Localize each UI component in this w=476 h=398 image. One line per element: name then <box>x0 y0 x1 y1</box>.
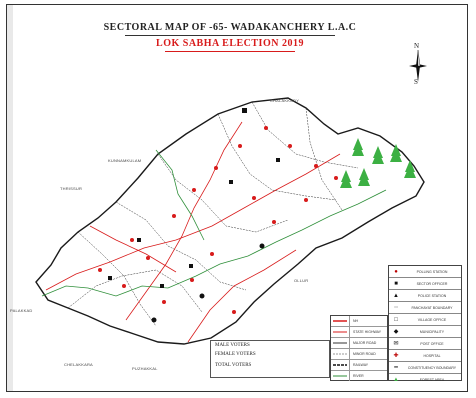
legend-row: ●POLLING STATION <box>389 266 461 278</box>
offices <box>108 108 280 323</box>
compass-rose-icon <box>409 49 427 82</box>
legend-row: ▲FOREST AREA <box>389 374 461 385</box>
place-label-kunnamkulam: KUNNAMKULAM <box>108 158 142 163</box>
male-voters-label: MALE VOTERS <box>215 343 250 348</box>
forest-icon: ▲ <box>393 376 399 383</box>
post-office-icon: ✉ <box>393 341 399 347</box>
village-office-icon: □ <box>394 316 398 323</box>
symbol-legend: ●POLLING STATION ■SECTOR OFFICER ▲POLICE… <box>388 265 462 383</box>
road-legend-row: RAILWAY <box>331 360 387 371</box>
legend-row: □VILLAGE OFFICE <box>389 314 461 326</box>
place-label-chalakkudy: CHALAKKUDY <box>270 98 300 103</box>
place-label-ollur: OLLUR <box>294 278 309 283</box>
north-label: N <box>414 42 420 50</box>
legend-row: ✉POST OFFICE <box>389 338 461 350</box>
legend-row: ✚HOSPITAL <box>389 350 461 362</box>
legend-row: ▲POLICE STATION <box>389 290 461 302</box>
legend-row: ┄PANCHAYAT BOUNDARY <box>389 302 461 314</box>
north-arrow-icon: N S <box>405 42 431 88</box>
female-voters-label: FEMALE VOTERS <box>215 352 256 357</box>
place-label-chelakkara: CHELAKKARA <box>64 362 93 367</box>
road-legend-row: MINOR ROAD <box>331 349 387 360</box>
title-underline <box>125 35 335 36</box>
total-voters-label: TOTAL VOTERS <box>215 363 252 368</box>
road-legend-row: RIVER <box>331 371 387 381</box>
hospital-icon: ✚ <box>393 353 399 359</box>
road-legend: NH STATE HIGHWAY MAJOR ROAD MINOR ROAD R… <box>330 315 388 381</box>
map-title: SECTORAL MAP OF -65- WADAKANCHERY L.A.C <box>103 22 357 33</box>
voters-summary-box: MALE VOTERS FEMALE VOTERS TOTAL VOTERS <box>210 340 330 378</box>
road-legend-row: NH <box>331 316 387 327</box>
place-label-puzhakkal: PUZHAKKAL <box>132 366 158 371</box>
police-station-icon: ▲ <box>393 292 399 299</box>
road-legend-row: STATE HIGHWAY <box>331 327 387 338</box>
rivers <box>41 149 387 297</box>
polling-station-icon: ● <box>394 268 398 275</box>
boundary-icon: ┄ <box>394 305 398 311</box>
sector-officer-icon: ■ <box>394 280 398 287</box>
south-label: S <box>414 78 418 86</box>
place-label-palakkad: PALAKKAD <box>10 308 33 313</box>
constituency-map <box>35 97 425 345</box>
legend-row: ━CONSTITUENCY BOUNDARY <box>389 362 461 374</box>
road-legend-row: MAJOR ROAD <box>331 338 387 349</box>
place-label-thrissur: THRISSUR <box>60 186 83 191</box>
constituency-boundary-icon: ━ <box>394 365 398 371</box>
municipality-icon: ◆ <box>393 329 399 335</box>
panchayat-boundaries <box>67 101 359 327</box>
legend-row: ■SECTOR OFFICER <box>389 278 461 290</box>
polling-stations <box>98 126 338 314</box>
roads <box>45 121 341 343</box>
constituency-boundary <box>35 97 425 345</box>
map-subtitle: LOK SABHA ELECTION 2019 <box>156 38 304 49</box>
forest-trees <box>340 138 416 188</box>
subtitle-underline <box>165 51 295 52</box>
legend-row: ◆MUNICIPALITY <box>389 326 461 338</box>
